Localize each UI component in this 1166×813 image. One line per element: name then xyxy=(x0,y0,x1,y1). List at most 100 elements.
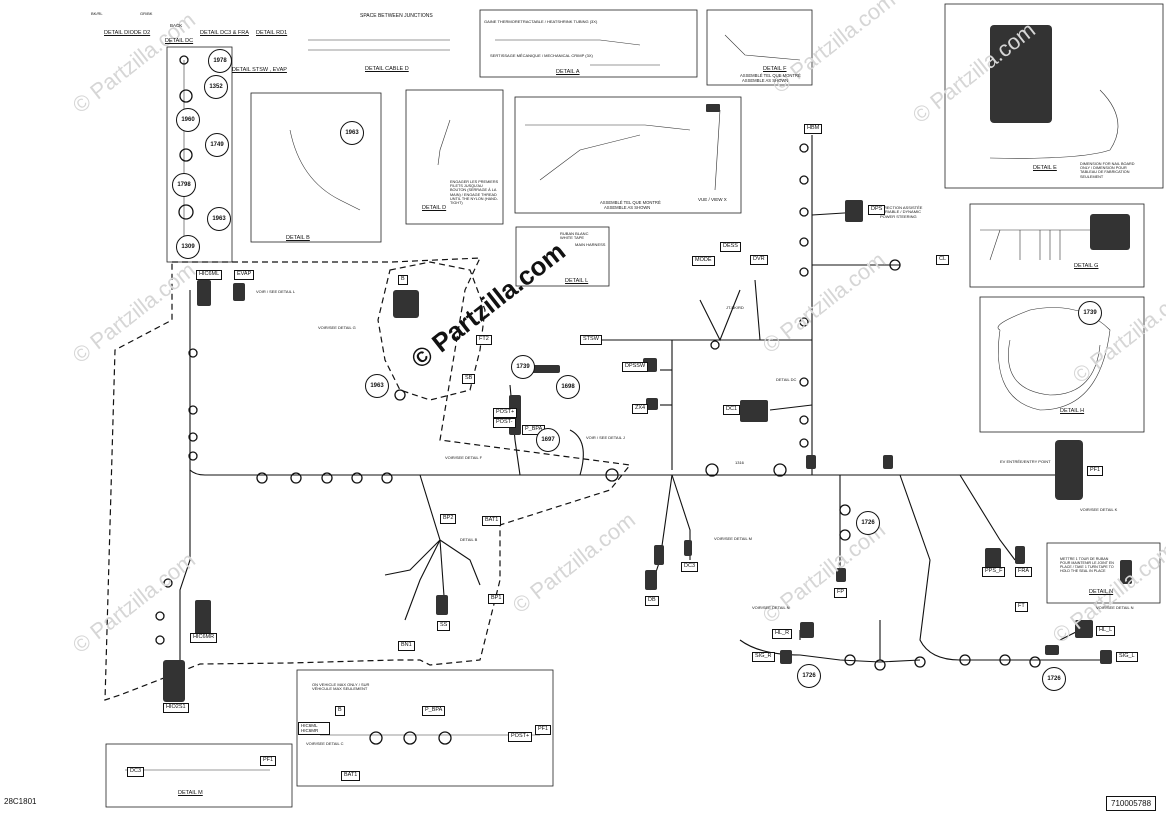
detail-g-drops xyxy=(989,229,1061,261)
callout-1697: 1697 xyxy=(536,428,560,452)
tag-sig-r: SIG_R xyxy=(752,652,775,662)
tag-bp2: BP2 xyxy=(440,514,457,524)
detail-stsw-evap-title: DETAIL STSW , EVAP xyxy=(232,67,287,73)
tag-ss: SS xyxy=(437,621,451,631)
tag-sig-l: SIG_L xyxy=(1116,652,1138,662)
detail-diode-d2-title: DETAIL DIODE D2 xyxy=(104,30,151,36)
tag-dpssw: DPSSW xyxy=(622,362,649,372)
tag-post-minus: POST- xyxy=(493,418,516,428)
tag-hbm: HBM xyxy=(804,124,823,134)
callout-1739-h: 1739 xyxy=(1078,301,1102,325)
callout-1726-c: 1726 xyxy=(1042,667,1066,691)
detail-b-title: DETAIL B xyxy=(286,235,310,241)
main-harness-note: MAIN HARNESS xyxy=(575,242,606,247)
vehicle-max-note: ON VEHICLE MAX ONLY / SUR VÉHICULE MAX S… xyxy=(312,682,370,692)
detail-dc-title: DETAIL DC xyxy=(165,38,194,44)
direction-note: DIRECTION ASSISTÉE VARIABLE / DYNAMIC PO… xyxy=(880,205,923,219)
tag-b: B xyxy=(398,275,408,285)
detail-l-box xyxy=(515,226,610,287)
detail-big-box xyxy=(514,96,742,214)
tag-hic6mr: HIC6MR xyxy=(190,633,218,643)
tag-dess: DESS xyxy=(720,242,741,252)
detail-dc-box xyxy=(166,46,233,263)
tag-hic6ml: HIC6ML xyxy=(196,270,223,280)
tag-pps-f: PPS_F xyxy=(982,567,1006,577)
tag-ft: FT xyxy=(1015,602,1028,612)
voir-k-note: VOIR/SEE DETAIL K xyxy=(1080,507,1118,512)
detail-l-title: DETAIL L xyxy=(565,278,589,284)
detail-e-wire xyxy=(989,89,1119,159)
trunk-horizontal xyxy=(189,290,1060,476)
dimension-note: DIMENSION FOR NAIL BOARD ONLY / DIMENSIO… xyxy=(1080,162,1135,179)
space-junctions-note: SPACE BETWEEN JUNCTIONS xyxy=(360,13,433,19)
callout-1960: 1960 xyxy=(176,108,200,132)
tag-max-post-plus: POST+ xyxy=(508,732,533,742)
vue-view-note: VUE / VIEW X xyxy=(698,197,727,202)
tag-fp: FP xyxy=(834,588,848,598)
detail-d-title: DETAIL D xyxy=(422,205,447,211)
detail-e-box xyxy=(944,3,1164,189)
assemble-note-f2: ASSEMBLE AS SHOWN xyxy=(742,78,789,83)
j-branch xyxy=(569,429,584,476)
tag-dvr: DVR xyxy=(750,255,768,265)
assemble-note-big: ASSEMBLÉ TEL QUE MONTRÉ xyxy=(600,200,661,205)
callout-1726-b: 1726 xyxy=(797,664,821,688)
part-number: 710005788 xyxy=(1106,796,1157,811)
callout-1798: 1798 xyxy=(172,173,196,197)
callout-1978: 1978 xyxy=(208,49,232,73)
tag-stsw: STSW xyxy=(580,335,602,345)
detail-m-title: DETAIL M xyxy=(178,790,203,796)
tag-max-p-bpa: P_BPA xyxy=(422,706,446,716)
tag-max-b: B xyxy=(335,706,345,716)
detail-big-wire3 xyxy=(714,109,721,191)
detail-big-wire2 xyxy=(539,134,641,181)
ev-entry-note: EV ENTRÉE/ENTRY POINT xyxy=(1000,459,1051,464)
bn1-branch xyxy=(384,474,441,576)
tag-max-pf1: PF1 xyxy=(535,725,552,735)
tag-dps: DPS xyxy=(868,205,886,215)
detail-big-wire1 xyxy=(525,124,691,131)
jt-1316-label: 1316 xyxy=(735,460,744,465)
small-right-label: GR/BK xyxy=(140,11,153,16)
detail-g-callout xyxy=(377,261,486,401)
callout-1352: 1352 xyxy=(204,75,228,99)
callout-1963-b: 1963 xyxy=(340,121,364,145)
detail-h-box xyxy=(979,296,1145,433)
detail-f-title: DETAIL F xyxy=(763,66,787,72)
detail-n-box xyxy=(1046,542,1161,604)
detail-g-box xyxy=(969,203,1145,288)
detail-rd1-title: DETAIL RD1 xyxy=(256,30,288,36)
detail-f-wire xyxy=(724,34,801,61)
detail-b-wire xyxy=(289,129,361,211)
tag-mode: MODE xyxy=(692,256,715,266)
back-label: BACK xyxy=(170,23,183,28)
tag-cl: CL xyxy=(936,255,950,265)
assemble-note-f: ASSEMBLÉ TEL QUE MONTRÉ xyxy=(740,73,801,78)
tag-pf1: PF1 xyxy=(1087,466,1104,476)
callout-1749: 1749 xyxy=(205,133,229,157)
detail-a-title: DETAIL A xyxy=(556,69,580,75)
detail-a-wire xyxy=(495,39,641,46)
tag-bat1: BAT1 xyxy=(482,516,502,526)
tag-m-pf1: PF1 xyxy=(260,756,277,766)
engager-note: ENGAGER LES PREMIERS FILETS JUSQU'AU BOU… xyxy=(450,180,499,205)
tag-evap: EVAP xyxy=(234,270,255,280)
voir-n-note-2: VOIR/SEE DETAIL N xyxy=(1096,605,1134,610)
harness-boundary xyxy=(104,257,632,701)
callout-1963-c: 1963 xyxy=(365,374,389,398)
right-lower-branch xyxy=(899,474,1100,661)
dvr-branch xyxy=(754,279,761,341)
tag-bp1: BP1 xyxy=(488,594,505,604)
pps-branch xyxy=(959,474,1016,561)
clip-glyphs xyxy=(155,55,1041,745)
tag-bn1: BN1 xyxy=(398,641,415,651)
gaine-note: GAINE THERMORETRACTABLE / HEATSHRINK TUB… xyxy=(484,19,598,24)
detail-e-title: DETAIL E xyxy=(1033,165,1057,171)
detail-d-box xyxy=(405,89,504,225)
detail-m-box xyxy=(105,743,293,808)
mode-dess-branch xyxy=(699,289,741,342)
voir-m-note: VOIR/SEE DETAIL M xyxy=(714,536,753,541)
tag-hl-r: HL_R xyxy=(772,629,793,639)
detail-b-note: DETAIL B xyxy=(460,537,478,542)
